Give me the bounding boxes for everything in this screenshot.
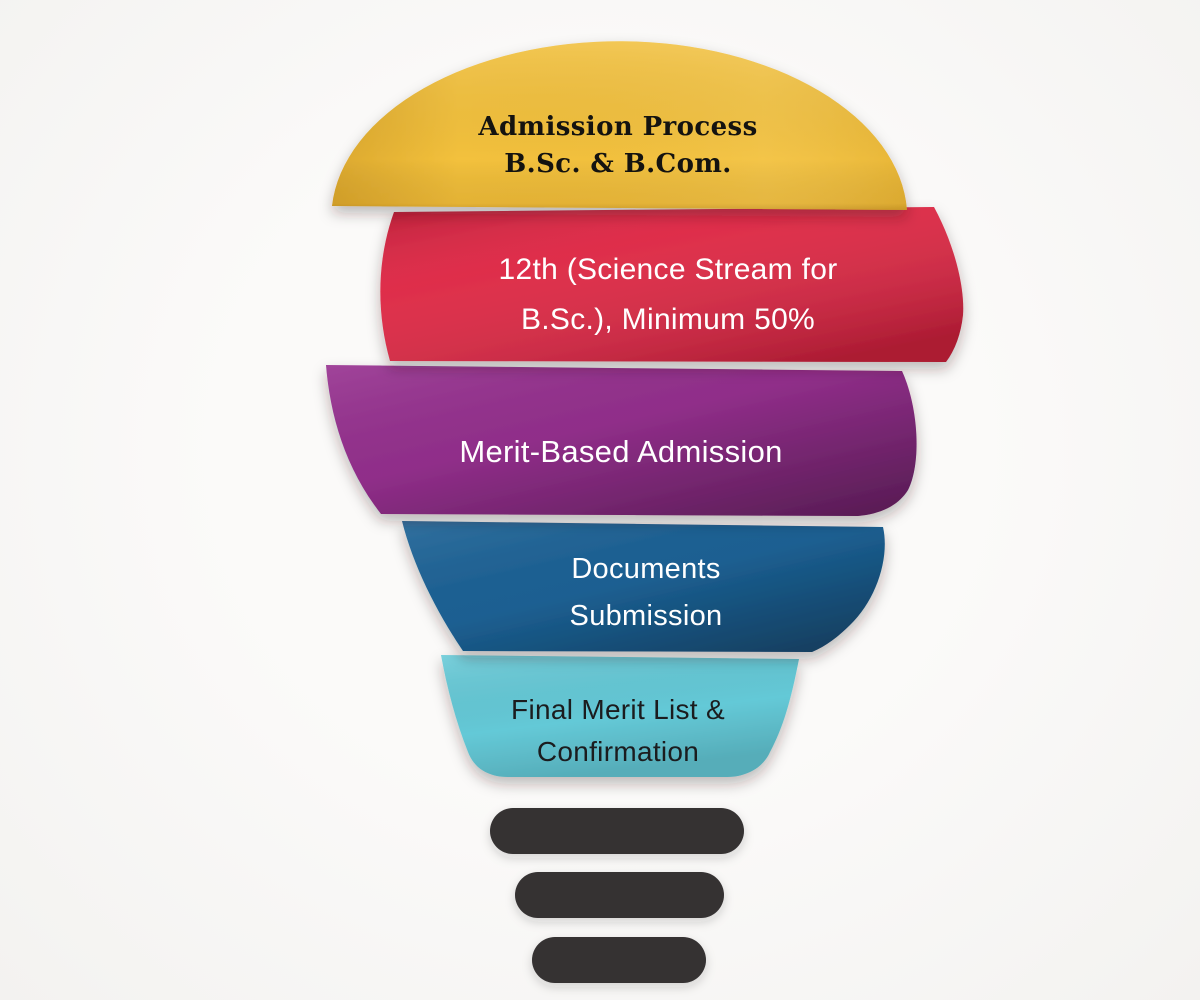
dome-title: Admission Process B.Sc. & B.Com. <box>478 109 757 183</box>
step-3-label-line2: Submission <box>569 600 723 632</box>
bulb-base <box>490 808 744 983</box>
step-3-label-line1: Documents <box>571 553 721 585</box>
bulb-base-bar-1 <box>490 808 744 854</box>
bulb-dome-segment <box>332 41 907 210</box>
step-2-segment <box>326 365 917 516</box>
step-2-label-line1: Merit-Based Admission <box>459 434 783 469</box>
step-4-label: Final Merit List & Confirmation <box>511 689 725 773</box>
bulb-base-bar-3 <box>532 937 706 983</box>
step-3-segment <box>402 521 885 652</box>
dome-title-line1: Admission Process <box>478 112 758 142</box>
step-4-label-line1: Final Merit List & <box>511 694 725 725</box>
step-3-label: Documents Submission <box>570 546 723 640</box>
step-1-label: 12th (Science Stream for B.Sc.), Minimum… <box>498 245 837 345</box>
step-2-label: Merit-Based Admission <box>459 432 782 472</box>
step-1-label-line2: B.Sc.), Minimum 50% <box>520 303 816 336</box>
dome-title-line2: B.Sc. & B.Com. <box>504 149 732 179</box>
step-1-label-line1: 12th (Science Stream for <box>498 253 838 286</box>
step-4-segment <box>441 655 799 777</box>
step-4-label-line2: Confirmation <box>536 736 700 767</box>
bulb-base-bar-2 <box>515 872 724 918</box>
step-1-segment <box>380 207 964 362</box>
